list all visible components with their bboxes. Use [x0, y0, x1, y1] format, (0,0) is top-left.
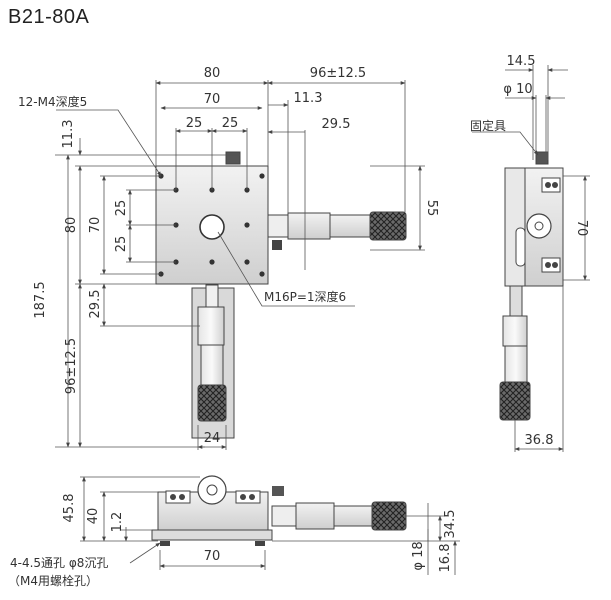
front-knurl — [371, 501, 407, 531]
dim-70-front: 70 — [204, 549, 221, 564]
dim-80-left: 80 — [64, 217, 79, 234]
x-knurl — [369, 211, 407, 241]
dim-14-5: 14.5 — [507, 54, 536, 69]
lock-screw-icon — [225, 151, 241, 165]
dim-24: 24 — [204, 431, 221, 446]
dim-25-left-b: 25 — [114, 236, 129, 253]
side-knurl — [499, 381, 531, 421]
dim-25-a: 25 — [186, 116, 203, 131]
front-view: 45.8 40 1.2 70 34.5 φ 18 16.8 4-4.5通孔 φ8… — [8, 475, 460, 588]
dim-36-8: 36.8 — [525, 433, 554, 448]
dim-40: 40 — [86, 508, 101, 525]
dim-11-3-top: 11.3 — [294, 91, 323, 106]
top-view: 80 70 25 25 96±12.5 11.3 29.5 11.3 80 70… — [18, 66, 439, 450]
dim-29-5-top: 29.5 — [322, 117, 351, 132]
dim-34-5: 34.5 — [443, 510, 458, 539]
side-view: 14.5 φ 10 70 36.8 固定具 — [470, 54, 590, 452]
y-knurl — [197, 384, 227, 422]
dim-96-top: 96±12.5 — [310, 66, 366, 81]
dim-96-left: 96±12.5 — [64, 338, 79, 394]
dim-187-5: 187.5 — [33, 281, 48, 318]
callout-mount-holes: 4-4.5通孔 φ8沉孔 — [10, 556, 108, 570]
x-micrometer — [267, 211, 407, 250]
dim-45-8: 45.8 — [62, 494, 77, 523]
dim-70-left: 70 — [88, 217, 103, 234]
callout-center-tap: M16P=1深度6 — [264, 289, 346, 304]
dim-70-side: 70 — [574, 220, 589, 237]
dim-11-3-left: 11.3 — [61, 120, 76, 149]
center-tap — [199, 214, 225, 240]
dim-16-8: 16.8 — [438, 544, 453, 573]
dim-1-2: 1.2 — [110, 512, 125, 533]
dim-70-top: 70 — [204, 92, 221, 107]
dim-25-b: 25 — [222, 116, 239, 131]
dim-phi-10: φ 10 — [503, 82, 532, 97]
y-micrometer — [197, 284, 227, 422]
dim-phi-18: φ 18 — [411, 541, 426, 570]
callout-tap-holes: 12-M4深度5 — [18, 94, 87, 109]
dim-29-5-left: 29.5 — [88, 290, 103, 319]
model-title: B21-80A — [8, 6, 90, 28]
dim-80-top: 80 — [204, 66, 221, 81]
dim-25-left-a: 25 — [114, 200, 129, 217]
callout-mount-bolt: （M4用螺栓孔） — [8, 573, 98, 588]
callout-lock: 固定具 — [470, 118, 506, 133]
dim-55: 55 — [424, 200, 439, 217]
front-base — [151, 529, 273, 541]
